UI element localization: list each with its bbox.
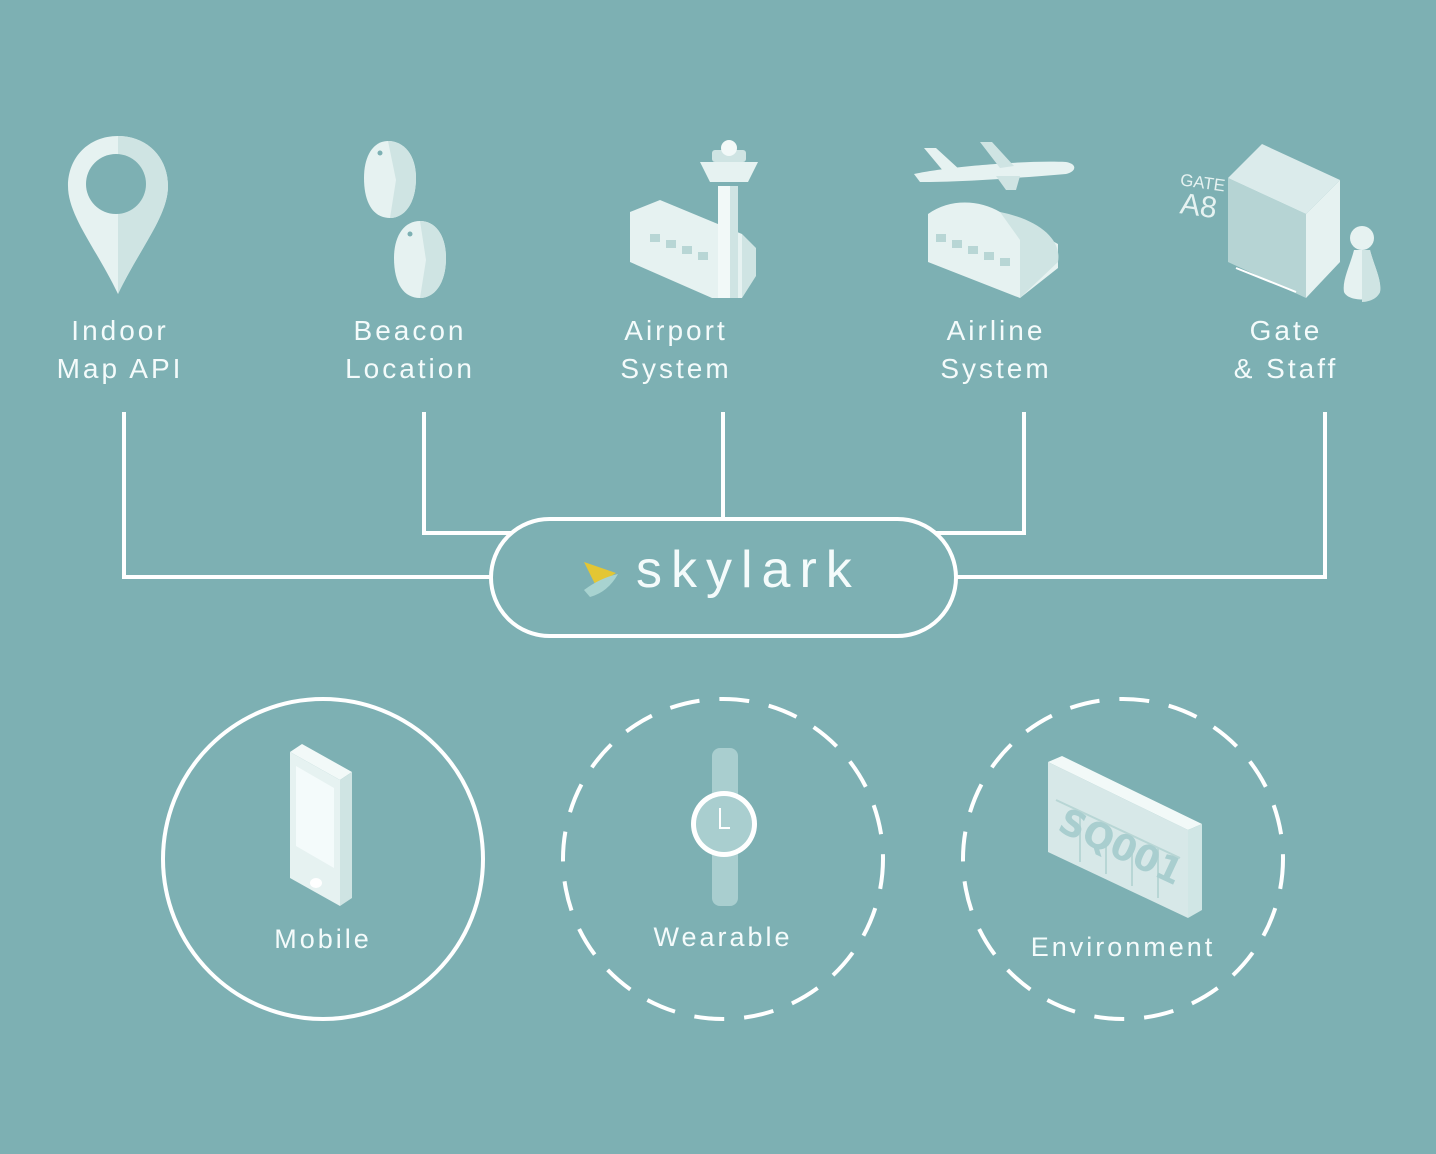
beacon-icon <box>364 141 446 298</box>
source-label-indoor-map: Indoor Map API <box>0 312 270 388</box>
source-label-line1: Gate <box>1249 315 1323 346</box>
gate-sign-bottom: A8 <box>1178 187 1219 225</box>
gate-icon: GATE A8 <box>1178 144 1381 302</box>
source-label-line2: System <box>940 353 1052 384</box>
device-label-environment: Environment <box>1030 932 1216 962</box>
source-label-line2: Map API <box>56 353 184 384</box>
source-label-airport: Airport System <box>526 312 826 388</box>
connector-airline <box>925 412 1026 535</box>
connector-indoor-map <box>122 412 492 579</box>
skylark-logo-icon <box>584 562 618 597</box>
source-label-line2: Location <box>345 353 475 384</box>
mobile-circle <box>161 697 485 1021</box>
flight-display-board-icon: SQ001 <box>1048 756 1202 918</box>
environment-circle <box>961 697 1285 1021</box>
skylark-hub <box>489 517 958 638</box>
source-label-gate: Gate & Staff <box>1136 312 1436 388</box>
device-label-mobile: Mobile <box>274 924 372 954</box>
connector-gate <box>955 412 1327 579</box>
map-pin-icon <box>68 136 168 294</box>
airplane-hangar-icon <box>914 142 1075 298</box>
connector-lines <box>122 412 1327 579</box>
smartphone-icon <box>290 744 352 906</box>
source-label-line2: System <box>620 353 732 384</box>
source-label-airline: Airline System <box>846 312 1146 388</box>
source-label-line1: Airline <box>946 315 1046 346</box>
brand-name: skylark <box>636 541 861 599</box>
wristwatch-icon <box>691 748 757 906</box>
source-label-line1: Airport <box>624 315 728 346</box>
source-label-line1: Indoor <box>71 315 169 346</box>
control-tower-icon <box>630 140 758 298</box>
source-label-line1: Beacon <box>353 315 467 346</box>
wearable-circle <box>561 697 885 1021</box>
source-label-beacon: Beacon Location <box>260 312 560 388</box>
connector-beacon <box>422 412 520 535</box>
device-label-wearable: Wearable <box>653 922 793 952</box>
source-label-line2: & Staff <box>1233 353 1339 384</box>
